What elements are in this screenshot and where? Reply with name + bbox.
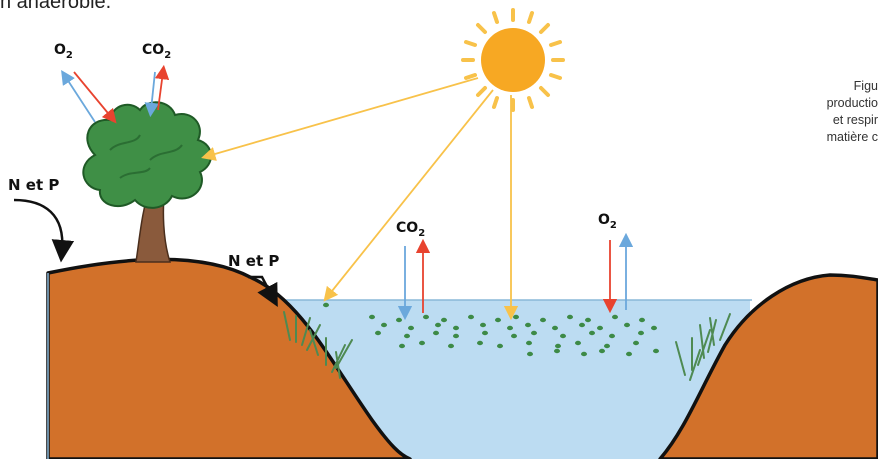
- tree-gas-arrows: [61, 64, 170, 124]
- plankton-dot: [435, 322, 441, 328]
- plankton-dot: [560, 333, 566, 339]
- plankton-dot: [495, 317, 501, 323]
- plankton-dot: [527, 351, 533, 357]
- plankton-dot: [480, 322, 486, 328]
- plankton-dot: [497, 343, 503, 349]
- plankton-dot: [633, 340, 639, 346]
- plankton-dot: [482, 330, 488, 336]
- right-hill: [658, 273, 878, 459]
- plankton-dot: [552, 325, 558, 331]
- nutrients-label-slope: N et P: [228, 252, 280, 270]
- tree-icon: [82, 101, 212, 263]
- plankton-dot: [381, 322, 387, 328]
- plankton-dot: [525, 322, 531, 328]
- plankton-dot: [423, 314, 429, 320]
- plankton-dot: [612, 314, 618, 320]
- nutrients-label-left: N et P: [8, 176, 60, 194]
- plankton-dot: [448, 343, 454, 349]
- plankton-dot: [507, 325, 513, 331]
- plankton-dot: [453, 325, 459, 331]
- plankton-dot: [624, 322, 630, 328]
- grass-icon: [675, 313, 731, 381]
- plankton-dots: [323, 302, 659, 357]
- plankton-dot: [513, 314, 519, 320]
- plankton-dot: [441, 317, 447, 323]
- plankton-dot: [526, 340, 532, 346]
- plankton-dot: [511, 333, 517, 339]
- plankton-dot: [453, 333, 459, 339]
- lake-water: [270, 300, 750, 459]
- header-partial-text: n anaérobie.: [0, 0, 112, 13]
- plankton-dot: [604, 343, 610, 349]
- plankton-dot: [404, 333, 410, 339]
- tree-co2-label: CO2: [142, 42, 172, 61]
- water-co2-label: CO2: [396, 220, 426, 239]
- figure-caption: Figu productio et respir matière c: [718, 78, 878, 146]
- plankton-dot: [399, 343, 405, 349]
- caption-line-3: et respir: [832, 113, 878, 127]
- plankton-dot: [589, 330, 595, 336]
- plankton-dot: [609, 333, 615, 339]
- plankton-dot: [468, 314, 474, 320]
- plankton-dot: [651, 325, 657, 331]
- plankton-dot: [626, 351, 632, 357]
- grass-icon: [283, 311, 353, 379]
- caption-line-4: matière c: [826, 130, 878, 144]
- plankton-dot: [575, 340, 581, 346]
- plankton-dot: [567, 314, 573, 320]
- plankton-dot: [599, 348, 605, 354]
- plankton-dot: [554, 348, 560, 354]
- plankton-dot: [477, 340, 483, 346]
- plankton-dot: [555, 343, 561, 349]
- plankton-dot: [540, 317, 546, 323]
- plankton-dot: [396, 317, 402, 323]
- plankton-dot: [531, 330, 537, 336]
- left-hill: [46, 257, 412, 459]
- caption-line-1: Figu: [853, 79, 878, 93]
- plankton-dot: [585, 317, 591, 323]
- plankton-dot: [639, 317, 645, 323]
- nutrient-arrow-slope: [248, 275, 278, 308]
- plankton-dot: [369, 314, 375, 320]
- plankton-dot: [653, 348, 659, 354]
- sunlight-arrows: [201, 77, 519, 321]
- plankton-dot: [323, 302, 329, 308]
- plankton-dot: [638, 330, 644, 336]
- plankton-dot: [433, 330, 439, 336]
- plankton-dot: [597, 325, 603, 331]
- plankton-dot: [375, 330, 381, 336]
- water-gas-arrows: [397, 232, 634, 321]
- nutrient-arrow-left: [13, 198, 75, 263]
- plankton-dot: [579, 322, 585, 328]
- sun-icon: [461, 8, 565, 112]
- caption-line-2: productio: [826, 96, 878, 110]
- water-o2-label: O2: [598, 212, 617, 231]
- plankton-dot: [581, 351, 587, 357]
- tree-o2-label: O2: [54, 42, 73, 61]
- plankton-dot: [408, 325, 414, 331]
- plankton-dot: [419, 340, 425, 346]
